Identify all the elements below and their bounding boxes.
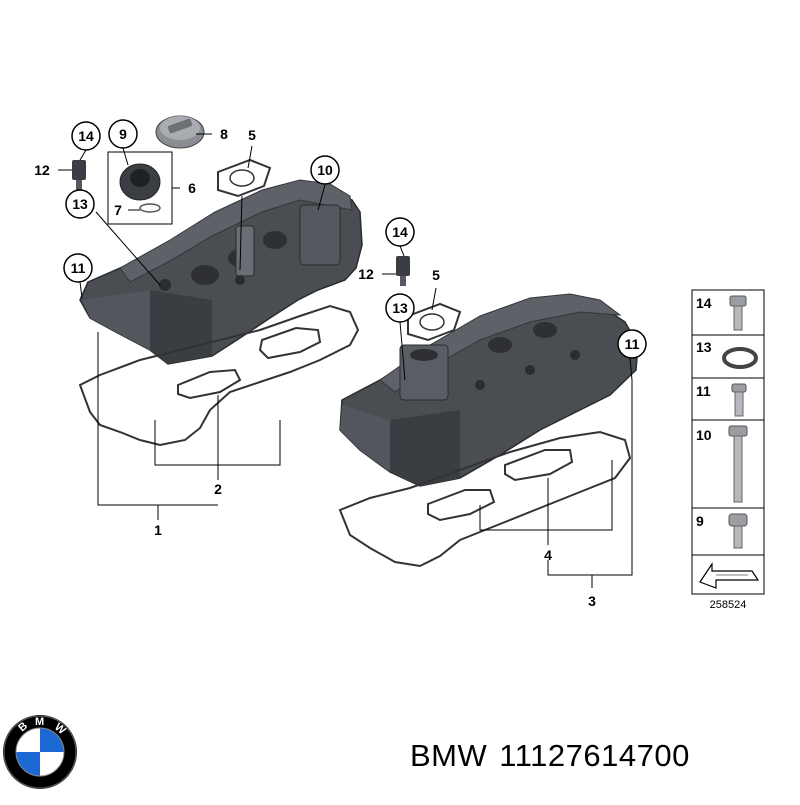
bolt-9-icon xyxy=(728,513,748,549)
callout-10: 10 xyxy=(317,162,333,178)
bolt-10-icon xyxy=(728,425,748,503)
legend-9: 9 xyxy=(696,513,704,529)
gasket-right-outer xyxy=(338,430,632,568)
part-caption: BMW 11127614700 xyxy=(410,738,702,774)
gasket-right-inner-1 xyxy=(427,489,496,522)
callout-2: 2 xyxy=(214,481,222,497)
callouts-right: 14 5 12 13 11 4 3 xyxy=(358,217,647,609)
callout-3: 3 xyxy=(588,593,596,609)
bolt-14-icon xyxy=(729,295,747,331)
legend-13: 13 xyxy=(696,339,712,355)
callout-8: 8 xyxy=(220,126,228,142)
callout-6: 6 xyxy=(188,180,196,196)
gasket-left-inner-2 xyxy=(258,326,322,360)
callout-9: 9 xyxy=(119,126,127,142)
seal-left xyxy=(217,158,272,198)
gasket-left-inner-1 xyxy=(177,368,242,400)
callout-14-left: 14 xyxy=(78,128,94,144)
gasket-left-outer xyxy=(78,304,360,447)
oil-filler-group xyxy=(107,115,205,225)
sensor-left xyxy=(72,160,86,190)
legend-14: 14 xyxy=(696,295,712,311)
valve-cover-right xyxy=(339,293,639,487)
callout-13-right: 13 xyxy=(392,300,408,316)
callout-12-left: 12 xyxy=(34,162,50,178)
seal-right xyxy=(407,302,462,342)
fastener-legend: 14 13 11 10 9 258524 xyxy=(691,289,765,611)
bolt-11-icon xyxy=(731,383,747,417)
diagram-id: 258524 xyxy=(710,599,747,611)
callout-4: 4 xyxy=(544,547,552,563)
callout-11-right: 11 xyxy=(625,336,640,352)
legend-10: 10 xyxy=(696,427,712,443)
logo-letter-m: M xyxy=(35,716,44,728)
callout-1: 1 xyxy=(154,522,162,538)
callout-13-left: 13 xyxy=(72,196,88,212)
leader-lines xyxy=(58,133,633,588)
callout-5-right: 5 xyxy=(432,267,440,283)
brand-name: BMW xyxy=(410,738,488,773)
bmw-logo: B M W xyxy=(3,715,77,789)
callout-11-left: 11 xyxy=(71,260,86,276)
callouts-left: 14 9 8 5 12 6 13 7 10 11 2 1 xyxy=(34,119,340,538)
legend-11: 11 xyxy=(696,383,711,399)
part-number: 11127614700 xyxy=(499,738,690,773)
gasket-right-inner-2 xyxy=(504,449,574,482)
callout-5-left: 5 xyxy=(248,127,256,143)
direction-arrow-icon xyxy=(699,562,760,589)
sensor-right xyxy=(396,256,410,286)
o-ring-13-icon xyxy=(722,347,758,369)
callout-14-right: 14 xyxy=(392,224,408,240)
callout-12-right: 12 xyxy=(358,266,374,282)
callout-7: 7 xyxy=(114,202,122,218)
